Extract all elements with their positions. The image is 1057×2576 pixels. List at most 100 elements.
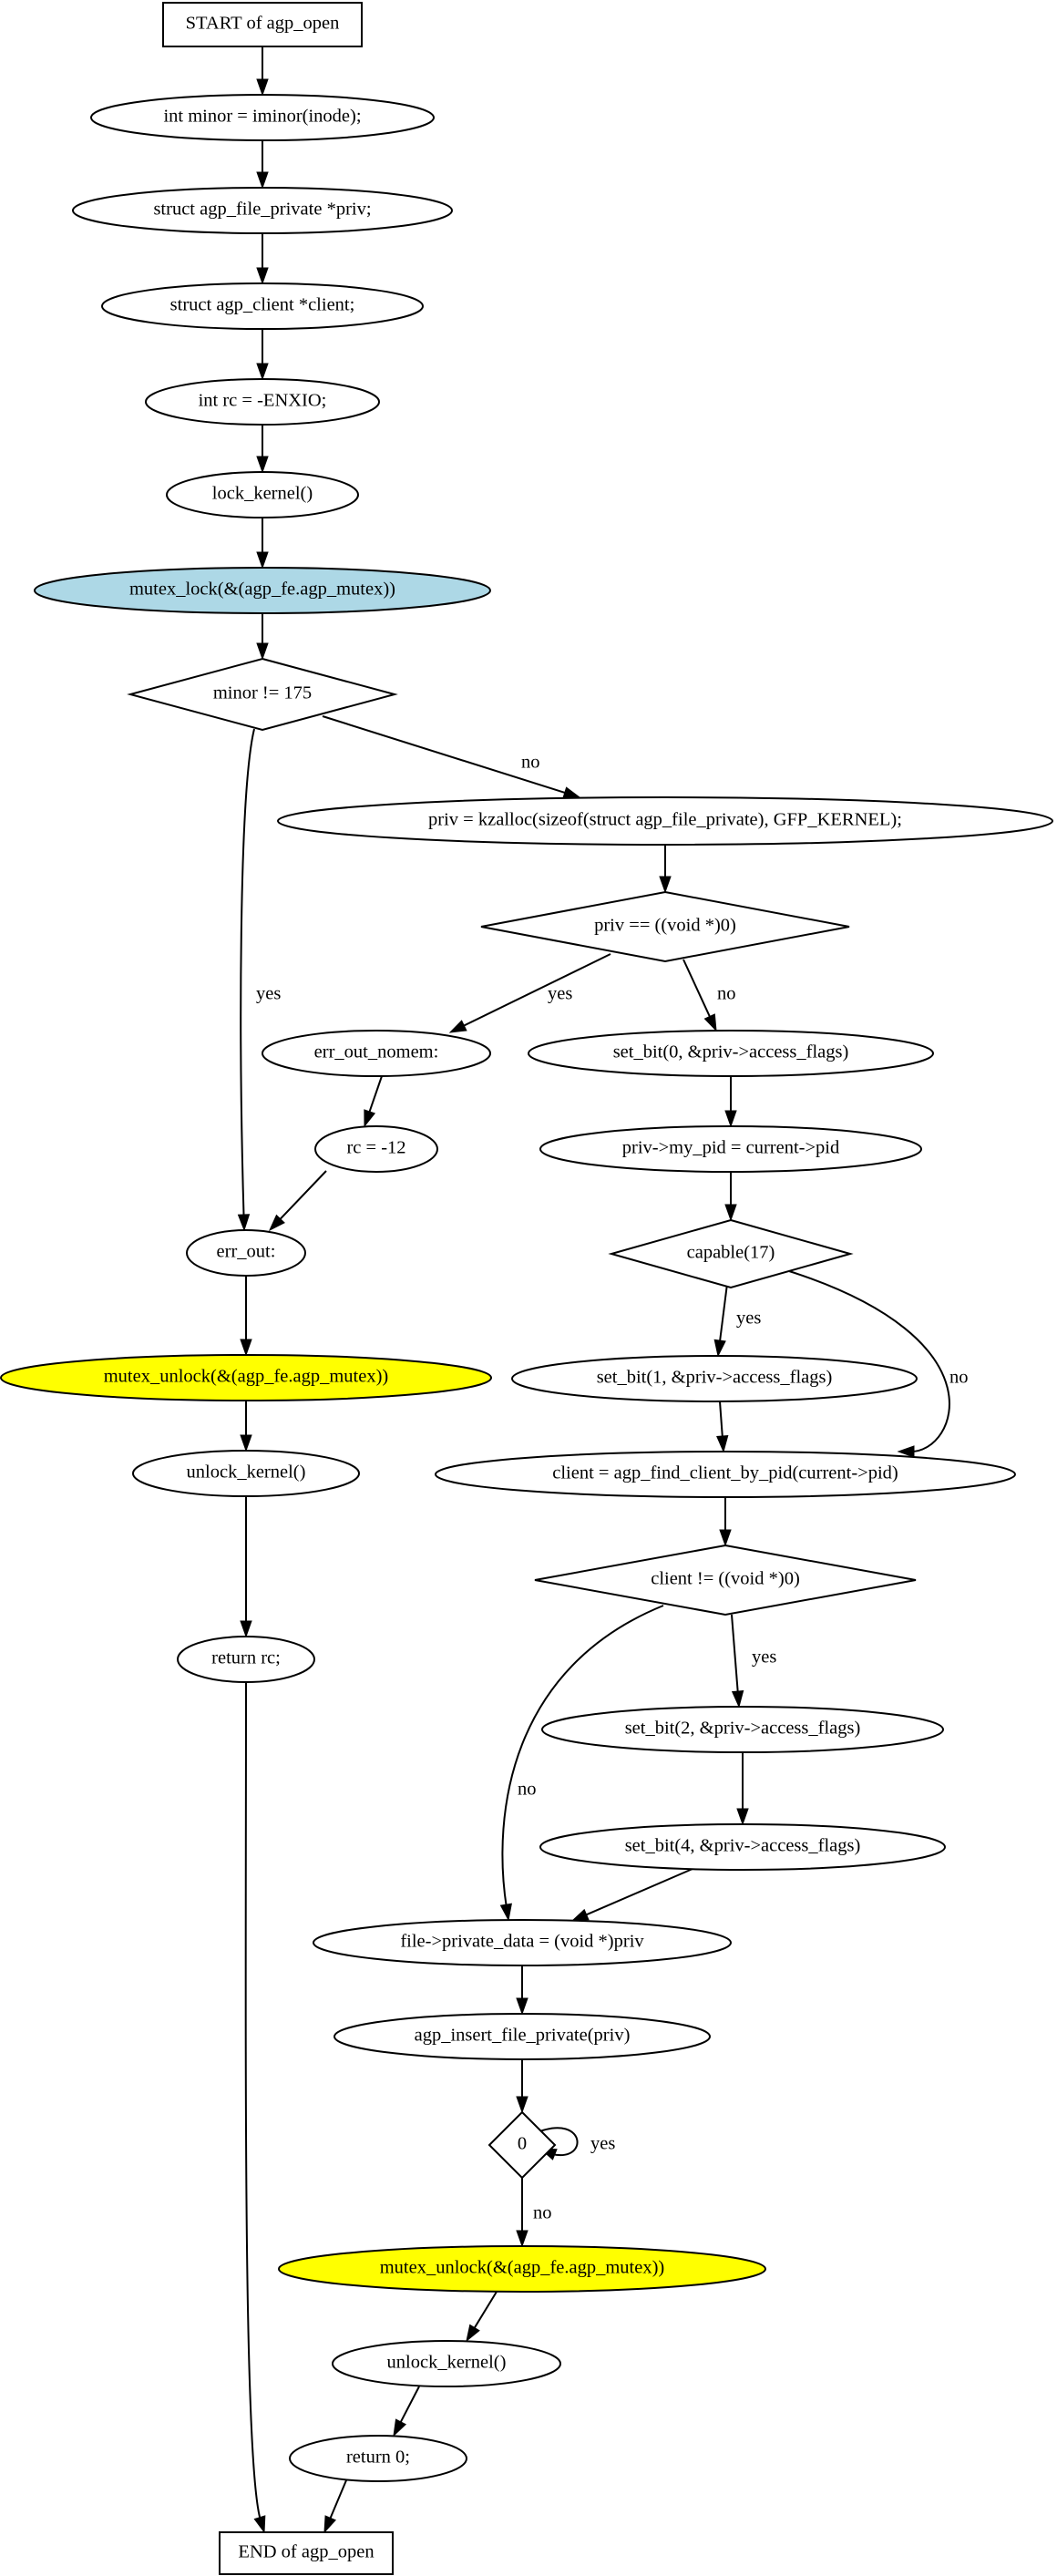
edge-n8-to-n9 bbox=[364, 1075, 383, 1128]
ellipse-shape bbox=[72, 187, 453, 234]
node-n1: int minor = iminor(inode); bbox=[90, 94, 435, 141]
arrowhead bbox=[713, 1339, 726, 1358]
arrowhead bbox=[724, 1110, 737, 1128]
ellipse-shape bbox=[166, 471, 359, 518]
node-label: mutex_unlock(&(agp_fe.agp_mutex)) bbox=[380, 2258, 665, 2278]
node-label: START of agp_open bbox=[186, 14, 340, 34]
edge-n6-to-d1 bbox=[256, 613, 269, 661]
node-n12: unlock_kernel() bbox=[132, 1450, 360, 1497]
node-n20: file->private_data = (void *)priv bbox=[313, 1919, 732, 1966]
edge-line bbox=[719, 1401, 723, 1440]
edge-label-no: no bbox=[533, 2203, 552, 2223]
node-label: struct agp_file_private *priv; bbox=[153, 200, 371, 220]
ellipse-shape bbox=[511, 1355, 918, 1402]
node-label: return rc; bbox=[211, 1648, 281, 1668]
arrowhead bbox=[240, 1339, 252, 1357]
edge-line bbox=[328, 2479, 347, 2521]
node-d2: priv == ((void *)0) bbox=[480, 890, 850, 963]
node-start: START of agp_open bbox=[162, 2, 363, 47]
arrowhead bbox=[724, 1204, 737, 1222]
edge-n3-to-n4 bbox=[256, 329, 269, 381]
node-label: unlock_kernel() bbox=[187, 1462, 306, 1483]
node-label: lock_kernel() bbox=[212, 484, 313, 504]
node-n22: mutex_unlock(&(agp_fe.agp_mutex)) bbox=[278, 2245, 766, 2293]
edge-n19-to-n20 bbox=[570, 1868, 693, 1922]
edge-n1-to-n2 bbox=[256, 140, 269, 190]
edge-label-yes: yes bbox=[590, 2134, 615, 2154]
edge-line bbox=[731, 1614, 739, 1695]
edge-n13-to-end bbox=[244, 1681, 266, 2534]
node-n16: set_bit(1, &priv->access_flags) bbox=[511, 1355, 918, 1402]
ellipse-shape bbox=[313, 1919, 732, 1966]
edge-n10-to-n11 bbox=[240, 1276, 252, 1357]
edge-d5-to-n22: no bbox=[516, 2178, 552, 2248]
edge-label-no: no bbox=[717, 984, 736, 1004]
ellipse-shape bbox=[278, 2245, 766, 2293]
ellipse-shape bbox=[34, 567, 491, 614]
edge-n24-to-end bbox=[323, 2479, 347, 2534]
ellipse-shape bbox=[314, 1125, 438, 1173]
node-label: set_bit(1, &priv->access_flags) bbox=[597, 1368, 833, 1388]
edge-line bbox=[461, 953, 611, 1028]
edge-d1-to-n10: yes bbox=[237, 728, 281, 1232]
edge-line bbox=[472, 2291, 498, 2331]
edge-d2-to-n8: yes bbox=[448, 953, 611, 1033]
edge-d3-to-n16: yes bbox=[713, 1283, 761, 1358]
node-label: END of agp_open bbox=[238, 2542, 374, 2562]
ellipse-shape bbox=[332, 2340, 561, 2387]
node-d3: capable(17) bbox=[608, 1218, 854, 1289]
node-label: struct agp_client *client; bbox=[170, 295, 355, 315]
arrowhead bbox=[323, 2515, 336, 2534]
arrowhead bbox=[256, 78, 269, 97]
decision-diamond bbox=[608, 1218, 854, 1289]
edge-line bbox=[244, 1681, 262, 2520]
arrowhead bbox=[256, 363, 269, 381]
ellipse-shape bbox=[435, 1451, 1016, 1498]
node-label: file->private_data = (void *)priv bbox=[400, 1932, 644, 1952]
node-n17: client = agp_find_client_by_pid(current-… bbox=[435, 1451, 1016, 1498]
ellipse-shape bbox=[186, 1229, 306, 1277]
arrowhead bbox=[240, 1434, 252, 1452]
arrowhead bbox=[253, 2515, 266, 2534]
edge-label-yes: yes bbox=[752, 1647, 776, 1668]
arrowhead bbox=[570, 1908, 590, 1922]
node-end: END of agp_open bbox=[219, 2531, 394, 2575]
edge-n15-to-d3 bbox=[724, 1172, 737, 1222]
node-n2: struct agp_file_private *priv; bbox=[72, 187, 453, 234]
edge-n4-to-n5 bbox=[256, 425, 269, 474]
ellipse-shape bbox=[539, 1823, 946, 1871]
node-n19: set_bit(4, &priv->access_flags) bbox=[539, 1823, 946, 1871]
node-label: err_out: bbox=[217, 1242, 276, 1262]
node-n21: agp_insert_file_private(priv) bbox=[334, 2013, 711, 2060]
edge-d3-to-n17: no bbox=[788, 1270, 969, 1458]
ellipse-shape bbox=[541, 1706, 944, 1753]
node-label: set_bit(4, &priv->access_flags) bbox=[625, 1836, 861, 1856]
ellipse-shape bbox=[539, 1125, 922, 1173]
edge-n11-to-n12 bbox=[240, 1401, 252, 1452]
edge-line bbox=[240, 728, 255, 1218]
edge-label-yes: yes bbox=[256, 984, 281, 1004]
arrowhead bbox=[256, 171, 269, 190]
edge-n21-to-d5 bbox=[516, 2059, 528, 2114]
arrowhead bbox=[466, 2324, 480, 2343]
node-n15: priv->my_pid = current->pid bbox=[539, 1125, 922, 1173]
node-label: agp_insert_file_private(priv) bbox=[415, 2026, 631, 2046]
arrowhead bbox=[256, 642, 269, 661]
node-n13: return rc; bbox=[177, 1636, 315, 1683]
node-label: unlock_kernel() bbox=[387, 2353, 507, 2373]
edge-label-yes: yes bbox=[736, 1309, 761, 1329]
arrowhead bbox=[240, 1620, 252, 1638]
edge-line bbox=[367, 1075, 383, 1115]
node-label: client = agp_find_client_by_pid(current-… bbox=[552, 1463, 898, 1483]
ellipse-shape bbox=[145, 378, 380, 426]
node-label: priv = kzalloc(sizeof(struct agp_file_pr… bbox=[428, 810, 902, 830]
ellipse-shape bbox=[289, 2435, 467, 2482]
ellipse-shape bbox=[0, 1354, 492, 1401]
node-label: err_out_nomem: bbox=[314, 1042, 439, 1062]
edge-line bbox=[398, 2386, 420, 2426]
node-label: 0 bbox=[518, 2134, 527, 2154]
node-label: priv->my_pid = current->pid bbox=[622, 1138, 840, 1158]
edge-line bbox=[583, 1868, 693, 1917]
edge-n18-to-n19 bbox=[736, 1752, 749, 1826]
